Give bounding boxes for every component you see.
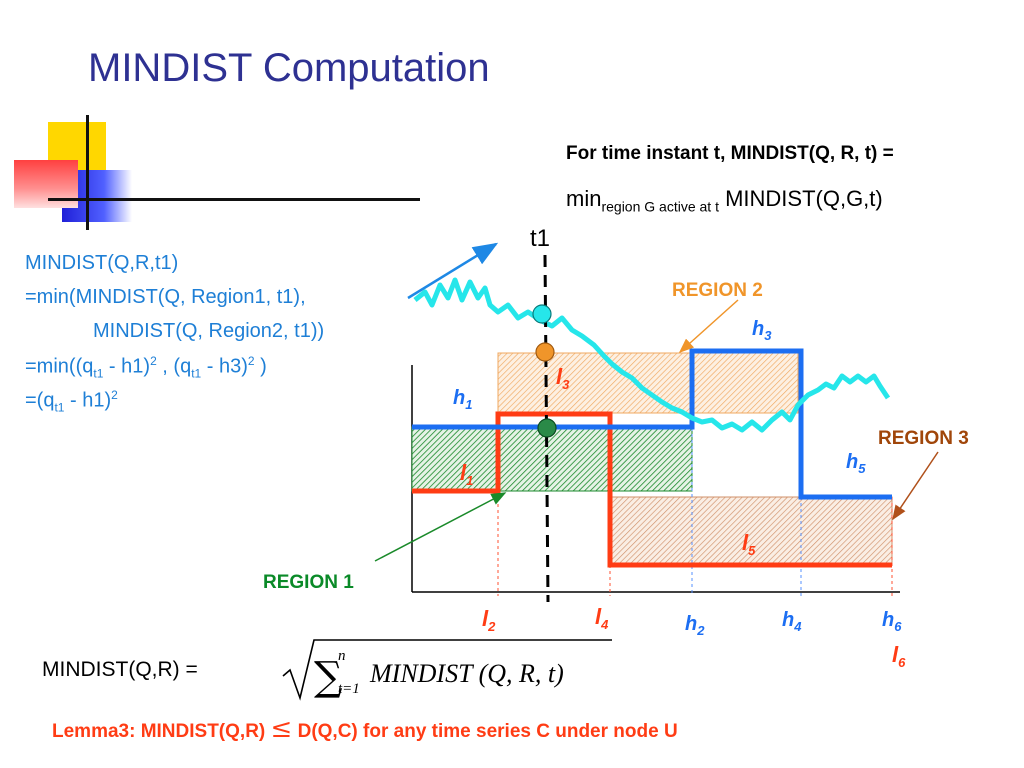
d4c: , (q <box>156 355 192 378</box>
region3-arrow <box>892 451 939 521</box>
h2-label: h2 <box>685 613 705 638</box>
d4-sup1: 2 <box>150 354 157 368</box>
d5b: - h1) <box>64 389 112 412</box>
region2-arrow <box>678 299 739 354</box>
lower-bound-line <box>412 411 892 568</box>
min-suffix: MINDIST(Q,G,t) <box>718 186 883 211</box>
region2-rect <box>497 352 799 414</box>
h6-label: h6 <box>882 609 902 634</box>
h3-label: h3 <box>752 318 772 343</box>
slide-title: MINDIST Computation <box>88 46 490 90</box>
h1-label: h1 <box>453 387 472 412</box>
d5-sup: 2 <box>111 388 118 402</box>
d5a: =(q <box>25 389 55 412</box>
sum-lower: t=1 <box>338 681 360 697</box>
d4a: =min((q <box>25 355 94 378</box>
h5-label: h5 <box>846 451 866 476</box>
derivation-line1: MINDIST(Q,R,t1) <box>25 252 179 274</box>
lemma-text: Lemma3: MINDIST(Q,R) ≤ D(Q,C) for any ti… <box>52 714 678 744</box>
l1-label: l1 <box>460 460 473 488</box>
d4-sup2: 2 <box>247 354 255 368</box>
region1-label: REGION 1 <box>263 572 354 593</box>
region2-point-t1 <box>535 342 555 362</box>
d4-sub1: t1 <box>93 366 104 381</box>
min-subscript: region G active at t <box>601 198 719 215</box>
sum-symbol: ∑ <box>314 654 343 700</box>
region3-rect <box>609 496 893 566</box>
l6-label: l6 <box>892 642 906 670</box>
d4d: - h3) <box>201 355 248 378</box>
sqrt-symbol <box>282 639 612 701</box>
logo-decoration <box>0 0 420 240</box>
region1-rect <box>411 426 693 492</box>
l3-label: l3 <box>556 364 570 392</box>
d4e: ) <box>254 355 267 378</box>
derivation-line2: =min(MINDIST(Q, Region1, t1), <box>25 286 306 308</box>
derivation-line5: =(qt1 - h1)2 <box>25 388 118 415</box>
definition-line1: For time instant t, MINDIST(Q, R, t) = <box>566 143 894 164</box>
sum-upper: n <box>338 648 346 664</box>
query-time-series <box>413 277 891 433</box>
formula-lhs: MINDIST(Q,R) = <box>42 658 198 681</box>
l2-label: l2 <box>482 606 496 634</box>
region1-arrow <box>374 492 507 562</box>
min-prefix: min <box>566 186 602 211</box>
derivation-line4: =min((qt1 - h1)2 , (qt1 - h3)2 ) <box>25 354 267 381</box>
formula-body: MINDIST (Q, R, t) <box>369 659 564 688</box>
definition-line2: minregion G active at t MINDIST(Q,G,t) <box>566 186 883 214</box>
d4b: - h1) <box>103 355 151 378</box>
derivation-line3: MINDIST(Q, Region2, t1)) <box>93 320 325 342</box>
d5-sub: t1 <box>54 400 65 415</box>
l5-label: l5 <box>742 530 756 558</box>
logo-horizontal-line <box>48 198 420 201</box>
region3-label: REGION 3 <box>878 428 969 449</box>
t1-label: t1 <box>530 225 550 252</box>
derivation-arrow <box>407 242 499 300</box>
query-point-t1 <box>532 304 552 324</box>
h4-label: h4 <box>782 609 802 634</box>
t1-dashed-line <box>543 254 550 603</box>
region1-point-t1 <box>537 418 557 438</box>
lemma-symbol: ≤ <box>270 714 293 744</box>
d4-sub2: t1 <box>191 366 202 381</box>
l4-label: l4 <box>595 604 609 632</box>
lemma-prefix: Lemma3: MINDIST(Q,R) <box>52 721 266 742</box>
upper-bound-line <box>412 348 892 500</box>
logo-vertical-line <box>86 115 89 230</box>
lemma-suffix: D(Q,C) for any time series C under node … <box>292 721 678 742</box>
region2-label: REGION 2 <box>672 280 763 301</box>
